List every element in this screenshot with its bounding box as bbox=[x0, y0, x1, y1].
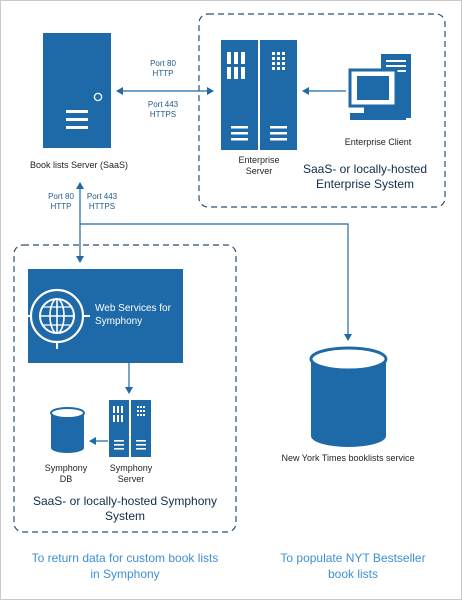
book-lists-server-label: Book lists Server (SaaS) bbox=[29, 160, 129, 170]
nyt-service-label: New York Times booklists service bbox=[281, 453, 415, 463]
symphony-system-title-line1: SaaS- or locally-hosted Symphony bbox=[32, 494, 218, 508]
symphony-system-title-line2: System bbox=[104, 509, 145, 523]
enterprise-server-icon bbox=[221, 40, 297, 150]
symphony-server-icon bbox=[109, 400, 151, 457]
symphony-server-label: Symphony Server bbox=[100, 463, 162, 485]
port-443-horizontal: Port 443 bbox=[147, 100, 179, 109]
enterprise-server-label: Enterprise Server bbox=[222, 155, 296, 177]
enterprise-system-title-line1: SaaS- or locally-hosted bbox=[302, 162, 428, 176]
web-services-label: Web Services for Symphony bbox=[95, 302, 183, 328]
port-443-vertical: Port 443 bbox=[86, 192, 118, 201]
footer-left-line2: in Symphony bbox=[90, 567, 160, 581]
footer-right-line1: To populate NYT Bestseller bbox=[280, 551, 426, 565]
port-80-vertical: Port 80 bbox=[48, 192, 74, 201]
symphony-system-boundary bbox=[13, 244, 237, 533]
symphony-server-label-line1: Symphony bbox=[109, 463, 153, 473]
symphony-db-label-line1: Symphony bbox=[44, 463, 88, 473]
enterprise-system-boundary bbox=[198, 13, 446, 208]
symphony-db-icon bbox=[50, 407, 85, 453]
port-443-horizontal-label: Port 443 HTTPS bbox=[140, 100, 186, 120]
enterprise-system-title-line2: Enterprise System bbox=[315, 177, 415, 191]
enterprise-server-label-line2: Server bbox=[245, 166, 273, 176]
book-lists-server-icon bbox=[43, 33, 111, 148]
nyt-service-icon bbox=[309, 346, 388, 447]
https-vertical: HTTPS bbox=[88, 202, 116, 211]
https-horizontal: HTTPS bbox=[149, 110, 177, 119]
enterprise-client-icon bbox=[348, 54, 411, 120]
enterprise-server-label-line1: Enterprise bbox=[238, 155, 280, 165]
footer-right-caption: To populate NYT Bestseller book lists bbox=[258, 550, 448, 582]
port-80-horizontal-label: Port 80 HTTP bbox=[140, 59, 186, 79]
port-443-vertical-label: Port 443 HTTPS bbox=[82, 192, 122, 212]
symphony-db-label-line2: DB bbox=[59, 474, 73, 484]
symphony-db-label: Symphony DB bbox=[35, 463, 97, 485]
web-services-label-line2: Symphony bbox=[95, 316, 143, 327]
http-horizontal: HTTP bbox=[152, 69, 174, 78]
footer-left-caption: To return data for custom book lists in … bbox=[10, 550, 240, 582]
enterprise-system-title: SaaS- or locally-hosted Enterprise Syste… bbox=[290, 162, 440, 192]
http-vertical: HTTP bbox=[50, 202, 72, 211]
footer-left-line1: To return data for custom book lists bbox=[31, 551, 219, 565]
nyt-connector bbox=[80, 223, 352, 341]
footer-right-line2: book lists bbox=[327, 567, 379, 581]
symphony-system-title: SaaS- or locally-hosted Symphony System bbox=[18, 494, 232, 524]
port-80-horizontal: Port 80 bbox=[150, 59, 176, 68]
web-services-label-line1: Web Services for bbox=[95, 303, 171, 314]
port-80-vertical-label: Port 80 HTTP bbox=[44, 192, 78, 212]
symphony-server-label-line2: Server bbox=[117, 474, 145, 484]
enterprise-client-label: Enterprise Client bbox=[344, 137, 412, 147]
